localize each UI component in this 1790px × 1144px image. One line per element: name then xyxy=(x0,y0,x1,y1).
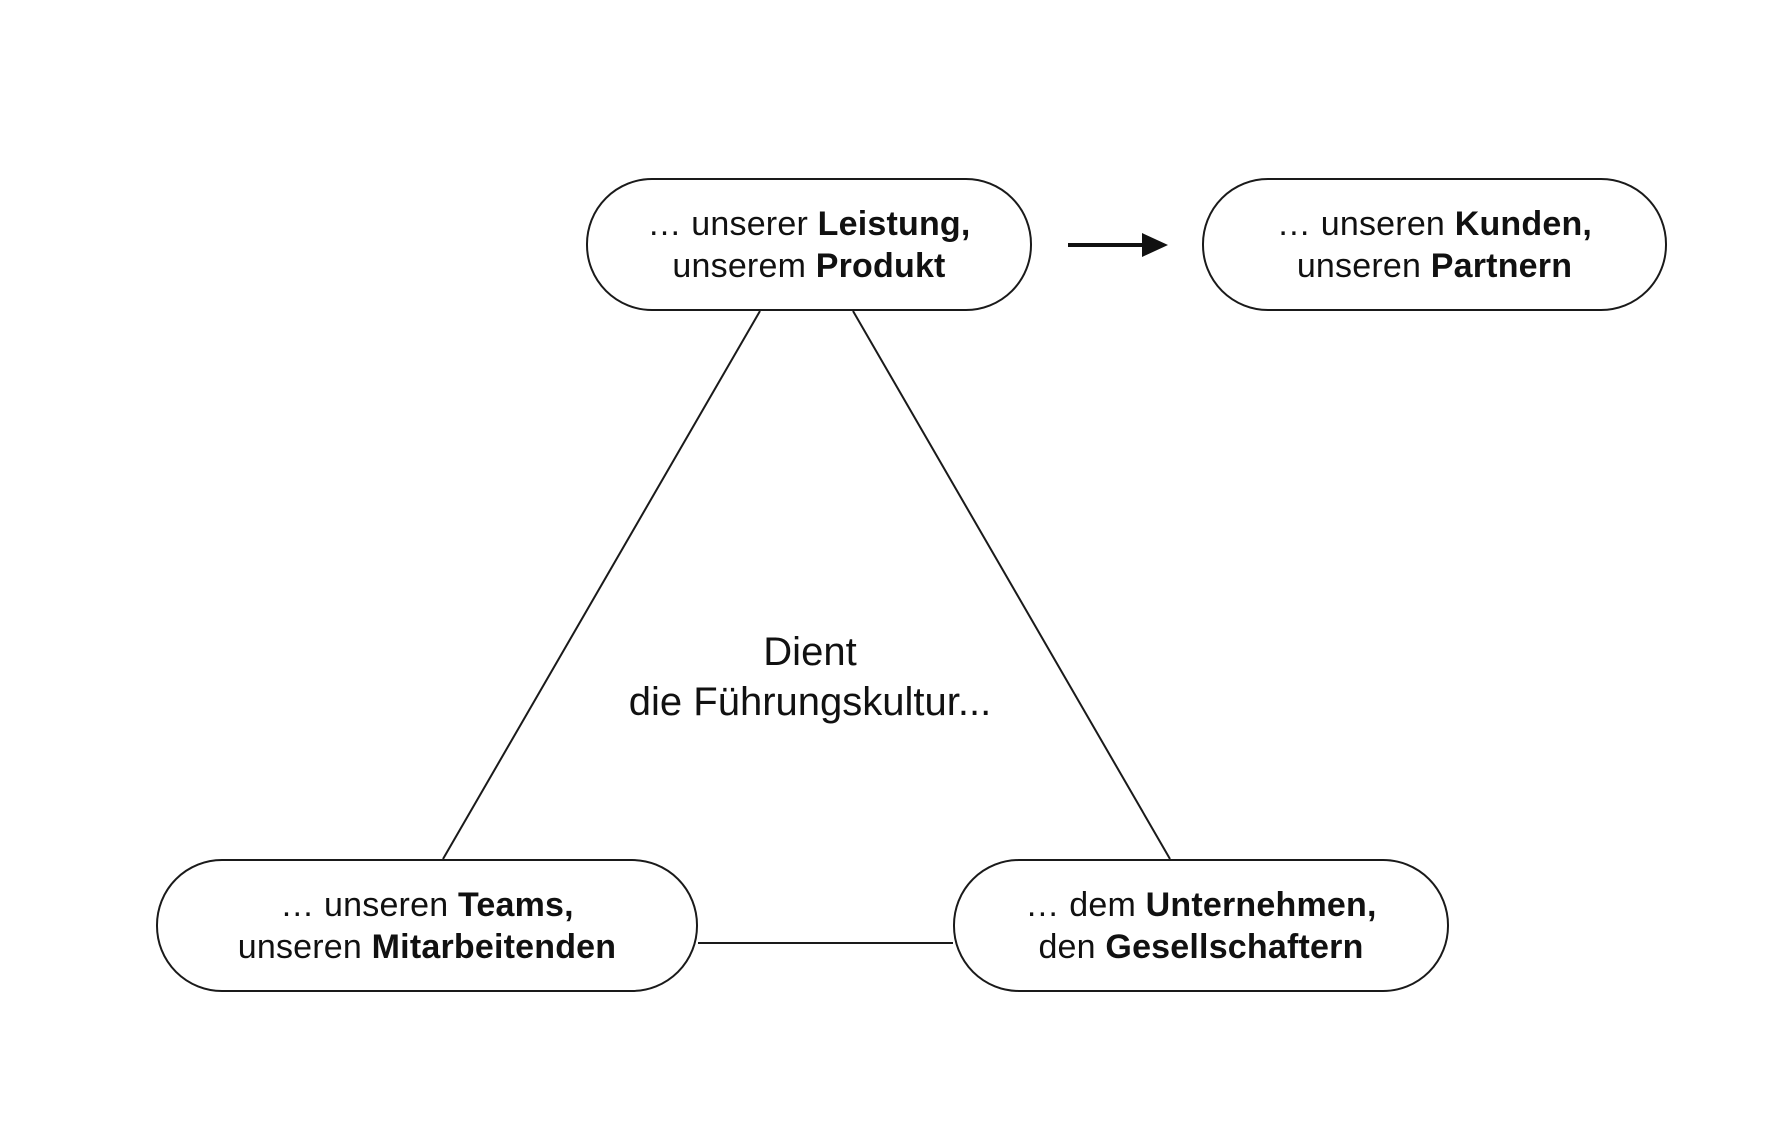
center-caption-line-1: Dient xyxy=(763,630,857,674)
node-teams-mitarbeitende: … unseren Teams, unseren Mitarbeitenden xyxy=(156,859,698,992)
node-leistung-produkt: … unserer Leistung, unserem Produkt xyxy=(586,178,1032,311)
node-bold-text: Unternehmen, xyxy=(1145,885,1377,924)
node-bold-text: Leistung, xyxy=(817,204,971,243)
node-line-1: … dem Unternehmen, xyxy=(1025,884,1376,926)
node-text: den xyxy=(1038,927,1106,966)
node-bold-text: Teams, xyxy=(457,885,574,924)
node-bold-text: Produkt xyxy=(815,246,946,285)
node-line-2: unseren Mitarbeitenden xyxy=(238,926,617,968)
node-line-2: den Gesellschaftern xyxy=(1038,926,1363,968)
node-line-2: unserem Produkt xyxy=(672,245,945,287)
node-bold-text: Partnern xyxy=(1430,246,1573,285)
node-line-1: … unseren Teams, xyxy=(280,884,574,926)
node-line-1: … unserer Leistung, xyxy=(647,203,970,245)
node-unternehmen-gesellschafter: … dem Unternehmen, den Gesellschaftern xyxy=(953,859,1449,992)
node-bold-text: Kunden, xyxy=(1454,204,1593,243)
center-caption: Dient die Führungskultur... xyxy=(560,627,1060,727)
node-text: … unserer xyxy=(647,204,818,243)
edge-top-to-bottom-right xyxy=(852,310,1171,860)
node-bold-text: Gesellschaftern xyxy=(1105,927,1364,966)
node-text: … unseren xyxy=(280,885,458,924)
node-text: unserem xyxy=(672,246,816,285)
node-bold-text: Mitarbeitenden xyxy=(371,927,617,966)
center-caption-line-2: die Führungskultur... xyxy=(628,680,992,724)
edge-top-to-left xyxy=(442,310,761,860)
node-kunden-partner: … unseren Kunden, unseren Partnern xyxy=(1202,178,1667,311)
arrow-head-icon xyxy=(1142,233,1168,257)
node-line-1: … unseren Kunden, xyxy=(1277,203,1592,245)
node-text: … unseren xyxy=(1276,204,1455,243)
node-text: unseren xyxy=(237,927,372,966)
node-text: … dem xyxy=(1025,885,1146,924)
node-line-2: unseren Partnern xyxy=(1297,245,1572,287)
node-text: unseren xyxy=(1296,246,1431,285)
